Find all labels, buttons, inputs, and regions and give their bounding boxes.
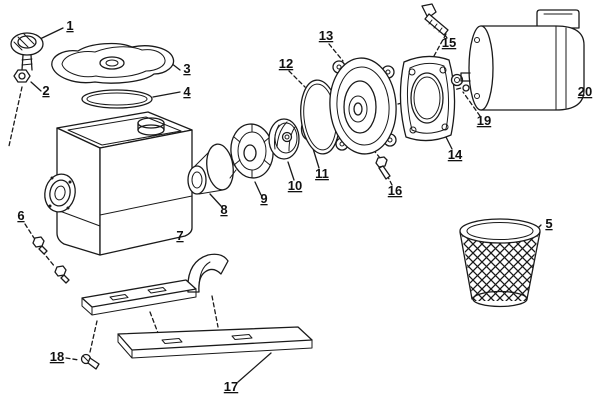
strainer-basket-drawing: [459, 218, 541, 308]
part-label-12: 12: [279, 56, 293, 71]
nut-drawing: [13, 69, 31, 83]
part-label-8: 8: [220, 202, 227, 217]
hand-knob-drawing: [10, 32, 44, 71]
part-label-13: 13: [319, 28, 333, 43]
mounting-plate-drawing: [399, 55, 456, 142]
part-label-7: 7: [176, 228, 183, 243]
motor-drawing: [460, 9, 585, 111]
part-labels: 1 2 3 4 5 6 7 8 9 10 11 12 13 14 15 16 1…: [17, 18, 592, 394]
part-label-3: 3: [183, 61, 190, 76]
diffuser-drawing: [187, 143, 234, 195]
part-label-20: 20: [578, 84, 592, 99]
part-label-4: 4: [183, 84, 191, 99]
dashed-leader-lines: [8, 33, 481, 361]
lid-gasket-drawing: [81, 89, 153, 109]
housing-bolts-drawing: [32, 236, 70, 284]
seal-plate-drawing: [329, 57, 397, 155]
part-label-10: 10: [288, 178, 302, 193]
base-screw-drawing: [80, 353, 100, 370]
bolt-small-drawing: [375, 156, 391, 180]
base-assembly-drawing: [81, 253, 313, 359]
part-label-9: 9: [260, 191, 267, 206]
part-label-6: 6: [17, 208, 24, 223]
part-label-16: 16: [388, 183, 402, 198]
part-label-1: 1: [66, 18, 73, 33]
part-label-14: 14: [448, 147, 463, 162]
shaft-seal-drawing: [450, 73, 470, 92]
part-label-15: 15: [442, 35, 456, 50]
part-label-11: 11: [315, 166, 329, 181]
impeller-housing-drawing: [229, 123, 274, 179]
strainer-cover-drawing: [51, 42, 175, 84]
bolt-top-drawing: [421, 3, 449, 36]
part-label-5: 5: [545, 216, 552, 231]
impeller-drawing: [268, 118, 300, 160]
part-label-18: 18: [50, 349, 64, 364]
part-label-17: 17: [224, 379, 238, 394]
part-label-19: 19: [477, 113, 491, 128]
pump-housing-drawing: [44, 111, 193, 256]
part-label-2: 2: [42, 83, 49, 98]
